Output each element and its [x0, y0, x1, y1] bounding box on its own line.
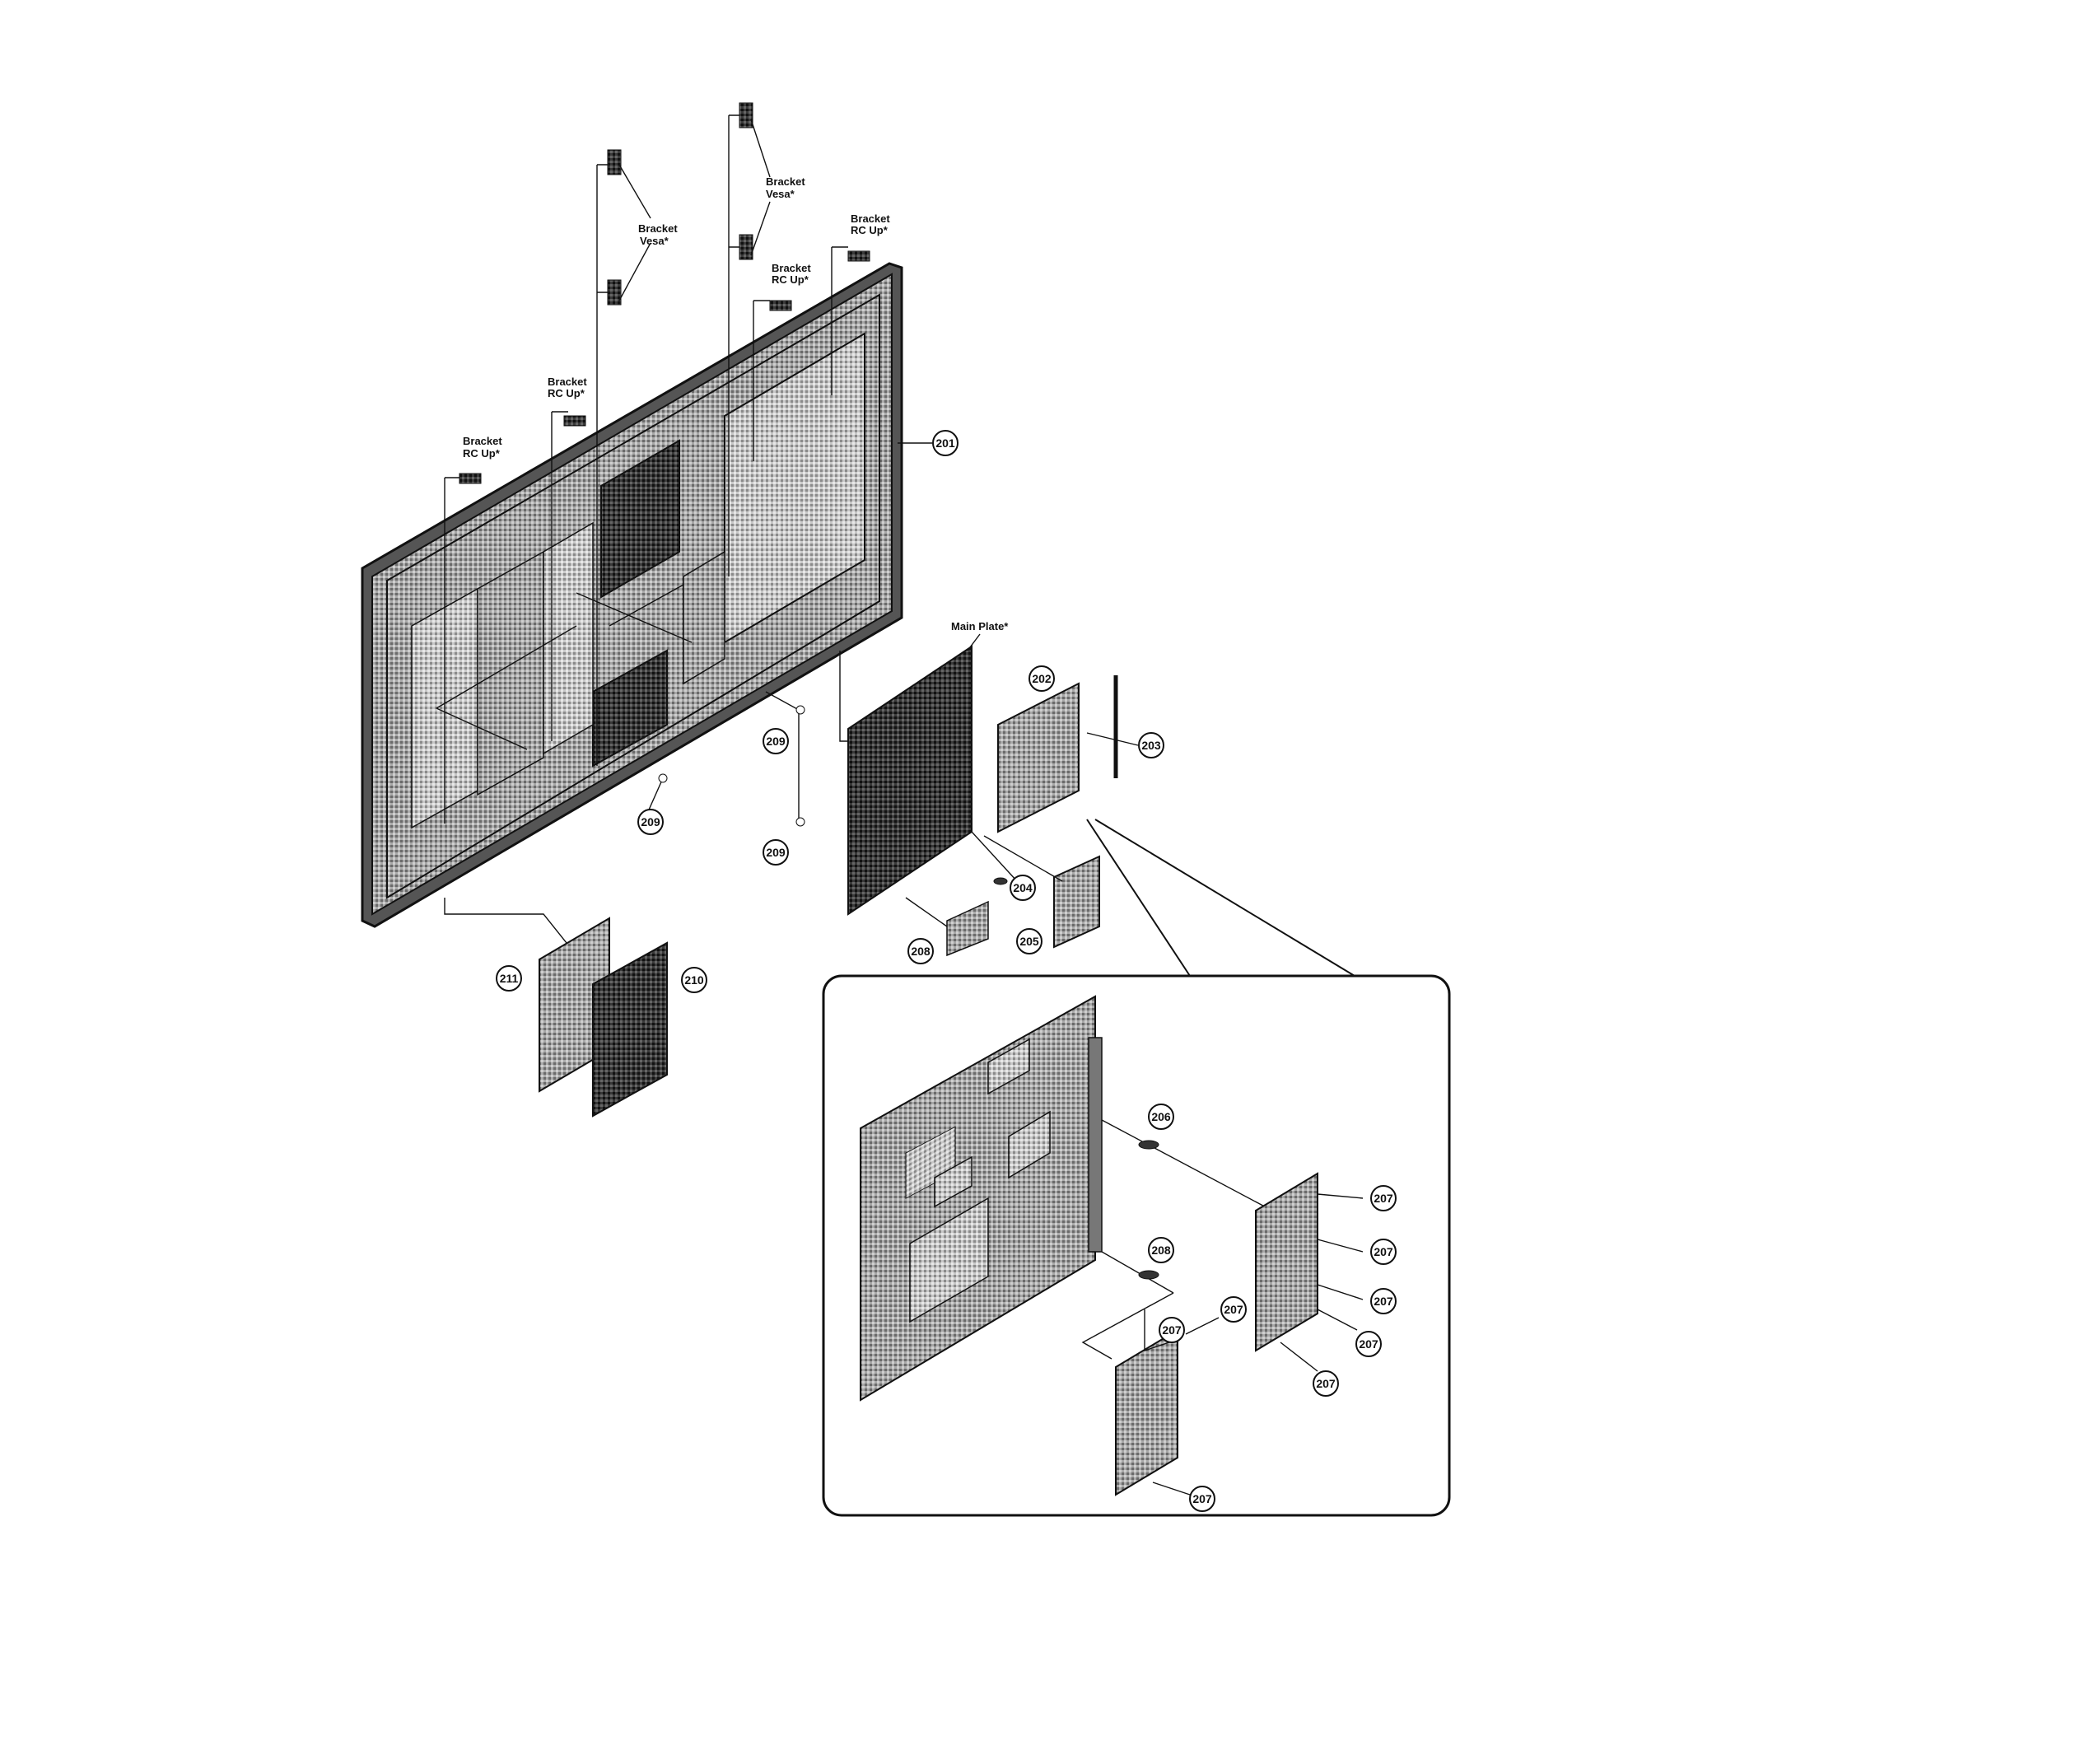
- bracket-rc-up-group-2: Bracket RC Up*: [548, 376, 587, 741]
- bracket-rc-up-group-1: Bracket RC Up*: [444, 435, 502, 824]
- tv-back-panel: [361, 262, 903, 928]
- callout-206: 206: [1151, 1110, 1171, 1123]
- svg-text:204: 204: [1013, 881, 1033, 894]
- board-208: 208: [905, 897, 989, 964]
- svg-text:209: 209: [766, 846, 786, 859]
- screw-209-a: 209: [637, 773, 668, 835]
- main-plate-label: Main Plate*: [951, 620, 1009, 632]
- callout-207-h: 207: [1192, 1492, 1212, 1505]
- callout-207-g: 207: [1162, 1323, 1182, 1337]
- svg-text:211: 211: [500, 972, 519, 985]
- bracket-rc-up-part: [769, 300, 792, 311]
- callout-207-a: 207: [1374, 1192, 1393, 1205]
- bracket-rc-up-label-3a: Bracket: [772, 262, 811, 274]
- bracket-rc-up-label-1a: Bracket: [463, 435, 502, 447]
- bracket-rc-up-part: [459, 473, 482, 484]
- callout-207-e: 207: [1316, 1377, 1336, 1390]
- callout-207-c: 207: [1374, 1295, 1393, 1308]
- callout-207-b: 207: [1374, 1245, 1393, 1258]
- svg-text:209: 209: [766, 735, 786, 748]
- detail-inset: 206 208 207 207 207 207 207 207 207: [822, 974, 1451, 1517]
- bracket-rc-up-group-3: Bracket RC Up*: [753, 262, 811, 461]
- bracket-rc-up-label-4a: Bracket: [851, 212, 890, 225]
- bracket-vesa-label-1b: Vesa*: [640, 235, 669, 247]
- callout-208-detail: 208: [1151, 1244, 1171, 1257]
- board-205: 205: [983, 835, 1100, 954]
- bracket-vesa-part: [739, 234, 753, 260]
- callout-207-f: 207: [1224, 1303, 1243, 1316]
- bottom-board: [1115, 1328, 1178, 1496]
- svg-text:208: 208: [911, 945, 931, 958]
- callout-201: 201: [932, 430, 959, 456]
- bracket-rc-up-label-2a: Bracket: [548, 376, 587, 388]
- svg-text:205: 205: [1019, 935, 1039, 948]
- bracket-vesa-label-2a: Bracket: [766, 175, 805, 188]
- bracket-rc-up-part: [847, 250, 870, 262]
- svg-text:210: 210: [684, 973, 704, 987]
- bracket-rc-up-label-2b: RC Up*: [548, 387, 585, 399]
- bracket-vesa-part: [607, 149, 622, 175]
- board-202: 202: [997, 665, 1080, 833]
- bracket-rc-up-group-4: Bracket RC Up*: [831, 212, 890, 395]
- main-plate: Main Plate*: [839, 620, 1009, 916]
- board-210: 210: [592, 941, 707, 1118]
- bracket-rc-up-label-1b: RC Up*: [463, 447, 501, 460]
- svg-text:209: 209: [641, 815, 660, 828]
- bracket-vesa-label-2b: Vesa*: [766, 188, 795, 200]
- bracket-203: 203: [1086, 675, 1164, 778]
- callout-207-d: 207: [1359, 1337, 1378, 1351]
- cable-204: 204: [971, 831, 1036, 901]
- bracket-rc-up-part: [563, 415, 586, 427]
- bracket-rc-up-label-4b: RC Up*: [851, 224, 889, 236]
- bracket-vesa-label-1a: Bracket: [638, 222, 678, 235]
- board-211: 211: [496, 917, 610, 1093]
- bracket-vesa-part: [607, 279, 622, 306]
- svg-text:202: 202: [1032, 672, 1052, 685]
- svg-text:203: 203: [1141, 739, 1161, 752]
- bracket-vesa-group-2: Bracket Vesa*: [728, 102, 805, 576]
- bracket-rc-up-label-3b: RC Up*: [772, 273, 809, 286]
- side-board: [1255, 1172, 1318, 1352]
- bracket-vesa-group-1: Bracket Vesa*: [596, 149, 678, 766]
- bracket-vesa-part: [739, 102, 753, 128]
- screw-209-b: 209 209: [763, 691, 805, 866]
- svg-text:201: 201: [935, 436, 955, 450]
